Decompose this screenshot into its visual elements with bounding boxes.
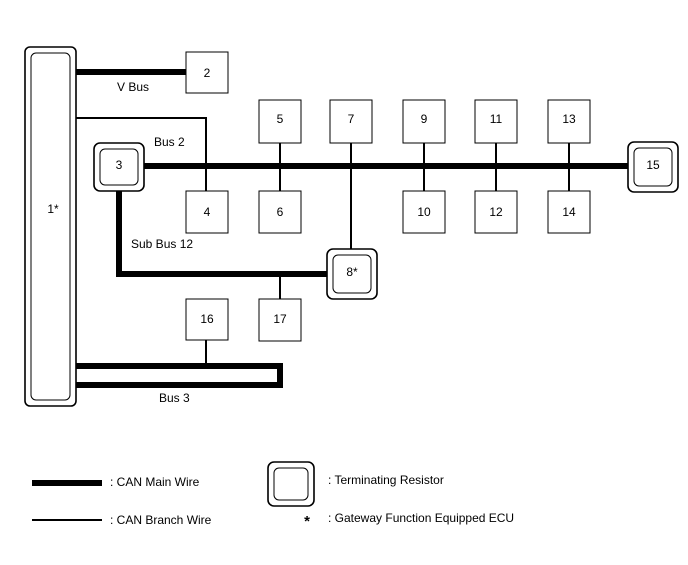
node-1-inner: [30, 52, 71, 401]
node-10-label: 10: [417, 205, 431, 219]
node-7-label: 7: [348, 112, 355, 126]
node-8-inner: [332, 254, 372, 294]
node-15-inner: [633, 147, 673, 187]
node-12-box: [474, 190, 518, 234]
node-10-box: [402, 190, 446, 234]
node-17-box: [258, 298, 302, 342]
bus2-label: Bus 2: [154, 135, 185, 149]
node-2-box: [185, 51, 229, 94]
legend-branch-wire-label: : CAN Branch Wire: [110, 513, 212, 527]
node-16-label: 16: [200, 312, 214, 326]
legend-terminating-resistor-label: : Terminating Resistor: [328, 473, 444, 487]
node-6-box: [258, 190, 302, 234]
node-13-label: 13: [562, 112, 576, 126]
node-4-box: [185, 190, 229, 234]
legend-gateway-symbol: *: [304, 513, 310, 530]
node-7-box: [329, 99, 373, 144]
node-12-label: 12: [489, 205, 503, 219]
node-11-label: 11: [490, 112, 503, 126]
node-5-box: [258, 99, 302, 144]
node-17-label: 17: [273, 312, 287, 326]
node-16-box: [185, 298, 229, 341]
node-3-label: 3: [116, 158, 123, 172]
sub-bus12-wire: [116, 191, 329, 277]
node-9-label: 9: [421, 112, 428, 126]
sub-bus12-label: Sub Bus 12: [131, 237, 193, 251]
node-8-label: 8*: [346, 265, 358, 279]
legend-main-wire-label: : CAN Main Wire: [110, 475, 200, 489]
node-15-label: 15: [646, 158, 660, 172]
bus3-label: Bus 3: [159, 391, 190, 405]
v-bus-label: V Bus: [117, 80, 149, 94]
node-4-label: 4: [204, 205, 211, 219]
node-9-box: [402, 99, 446, 144]
node-1-label: 1*: [47, 202, 59, 216]
node-5-label: 5: [277, 112, 284, 126]
bus3-wire: [72, 363, 283, 388]
legend-gateway-label: : Gateway Function Equipped ECU: [328, 511, 514, 525]
node-14-label: 14: [562, 205, 576, 219]
legend-terminating-resistor-inner: [273, 467, 309, 501]
node-2-label: 2: [204, 66, 211, 80]
node-11-box: [474, 99, 518, 144]
node-3-inner: [99, 148, 139, 186]
node-14-box: [547, 190, 591, 234]
node-13-box: [547, 99, 591, 144]
node-6-label: 6: [277, 205, 284, 219]
